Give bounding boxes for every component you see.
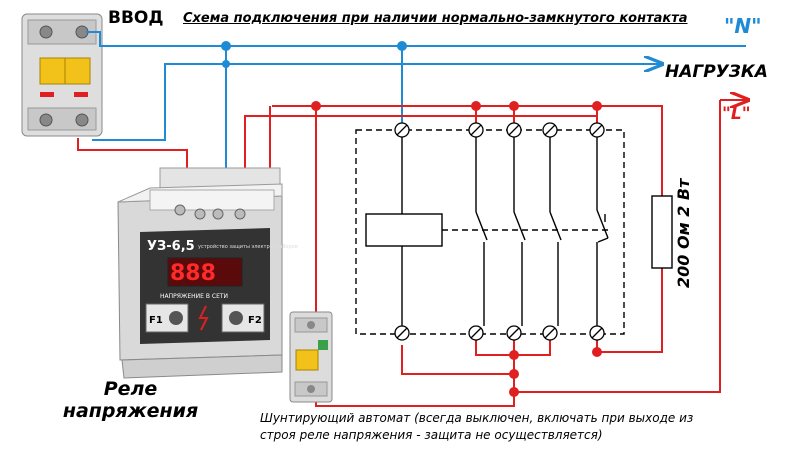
load-label: НАГРУЗКА xyxy=(665,62,768,82)
relay-button-f1: F1 xyxy=(149,315,163,326)
bypass-breaker-icon xyxy=(289,311,333,403)
svg-text:888: 888 xyxy=(170,261,216,286)
input-breaker-icon xyxy=(21,13,103,137)
diagram-title: Схема подключения при наличии нормально-… xyxy=(183,11,688,26)
relay-model-label: УЗ-6,5 xyxy=(147,239,195,254)
relay-subtitle: устройство защиты электроприборов xyxy=(198,243,298,250)
relay-display-label: НАПРЯЖЕНИЕ В СЕТИ xyxy=(160,293,228,300)
voltage-relay-icon: УЗ-6,5 устройство защиты электроприборов… xyxy=(117,167,298,379)
bypass-breaker-note: Шунтирующий автомат (всегда выключен, вк… xyxy=(260,411,694,442)
relay-caption: Реле напряжения xyxy=(62,378,199,422)
input-label: ВВОД xyxy=(108,8,164,28)
neutral-label: "N" xyxy=(724,14,762,38)
line-label: "L" xyxy=(722,104,751,124)
terminal-screws xyxy=(394,122,605,341)
relay-schematic xyxy=(355,129,673,335)
resistor-label: 200 Ом 2 Вт xyxy=(674,178,693,288)
relay-button-f2: F2 xyxy=(248,315,262,326)
